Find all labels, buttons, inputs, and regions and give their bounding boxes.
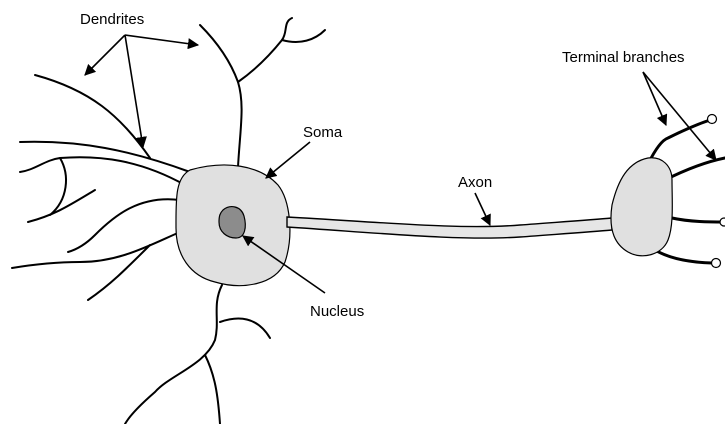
dendrite-branch xyxy=(88,245,150,300)
terminal-branches-arrow xyxy=(643,72,716,160)
dendrite-branch xyxy=(20,142,190,172)
axon-label: Axon xyxy=(458,174,492,191)
dendrites-arrow xyxy=(125,35,198,45)
axon-arrow xyxy=(475,193,490,225)
dendrite-branch xyxy=(12,232,180,268)
nucleus xyxy=(219,207,245,238)
dendrite-branch xyxy=(282,30,325,42)
terminal-branch xyxy=(665,158,725,180)
dendrite-branch xyxy=(68,199,180,252)
pointer-arrows xyxy=(85,35,716,293)
dendrite-branch xyxy=(238,18,292,82)
nucleus-label: Nucleus xyxy=(310,303,364,320)
dendrite-branch xyxy=(220,319,270,338)
terminal-branch xyxy=(672,218,725,222)
terminal-branches-label: Terminal branches xyxy=(562,49,685,66)
dendrite-branch xyxy=(50,158,66,215)
dendrite-branch xyxy=(200,25,242,167)
dendrite-branch xyxy=(28,190,95,222)
dendrite-branch xyxy=(125,285,222,424)
dendrites-arrow xyxy=(85,35,125,75)
dendrite-branch xyxy=(205,355,220,424)
terminal-bouton xyxy=(720,218,725,226)
axon xyxy=(287,217,612,238)
axon-terminal xyxy=(611,158,672,256)
terminal-bouton xyxy=(708,115,717,124)
dendrites-label: Dendrites xyxy=(80,11,144,28)
soma-arrow xyxy=(266,142,310,178)
terminal-bouton xyxy=(712,259,721,268)
terminal-branches-arrow xyxy=(643,72,666,125)
soma-label: Soma xyxy=(303,124,343,141)
